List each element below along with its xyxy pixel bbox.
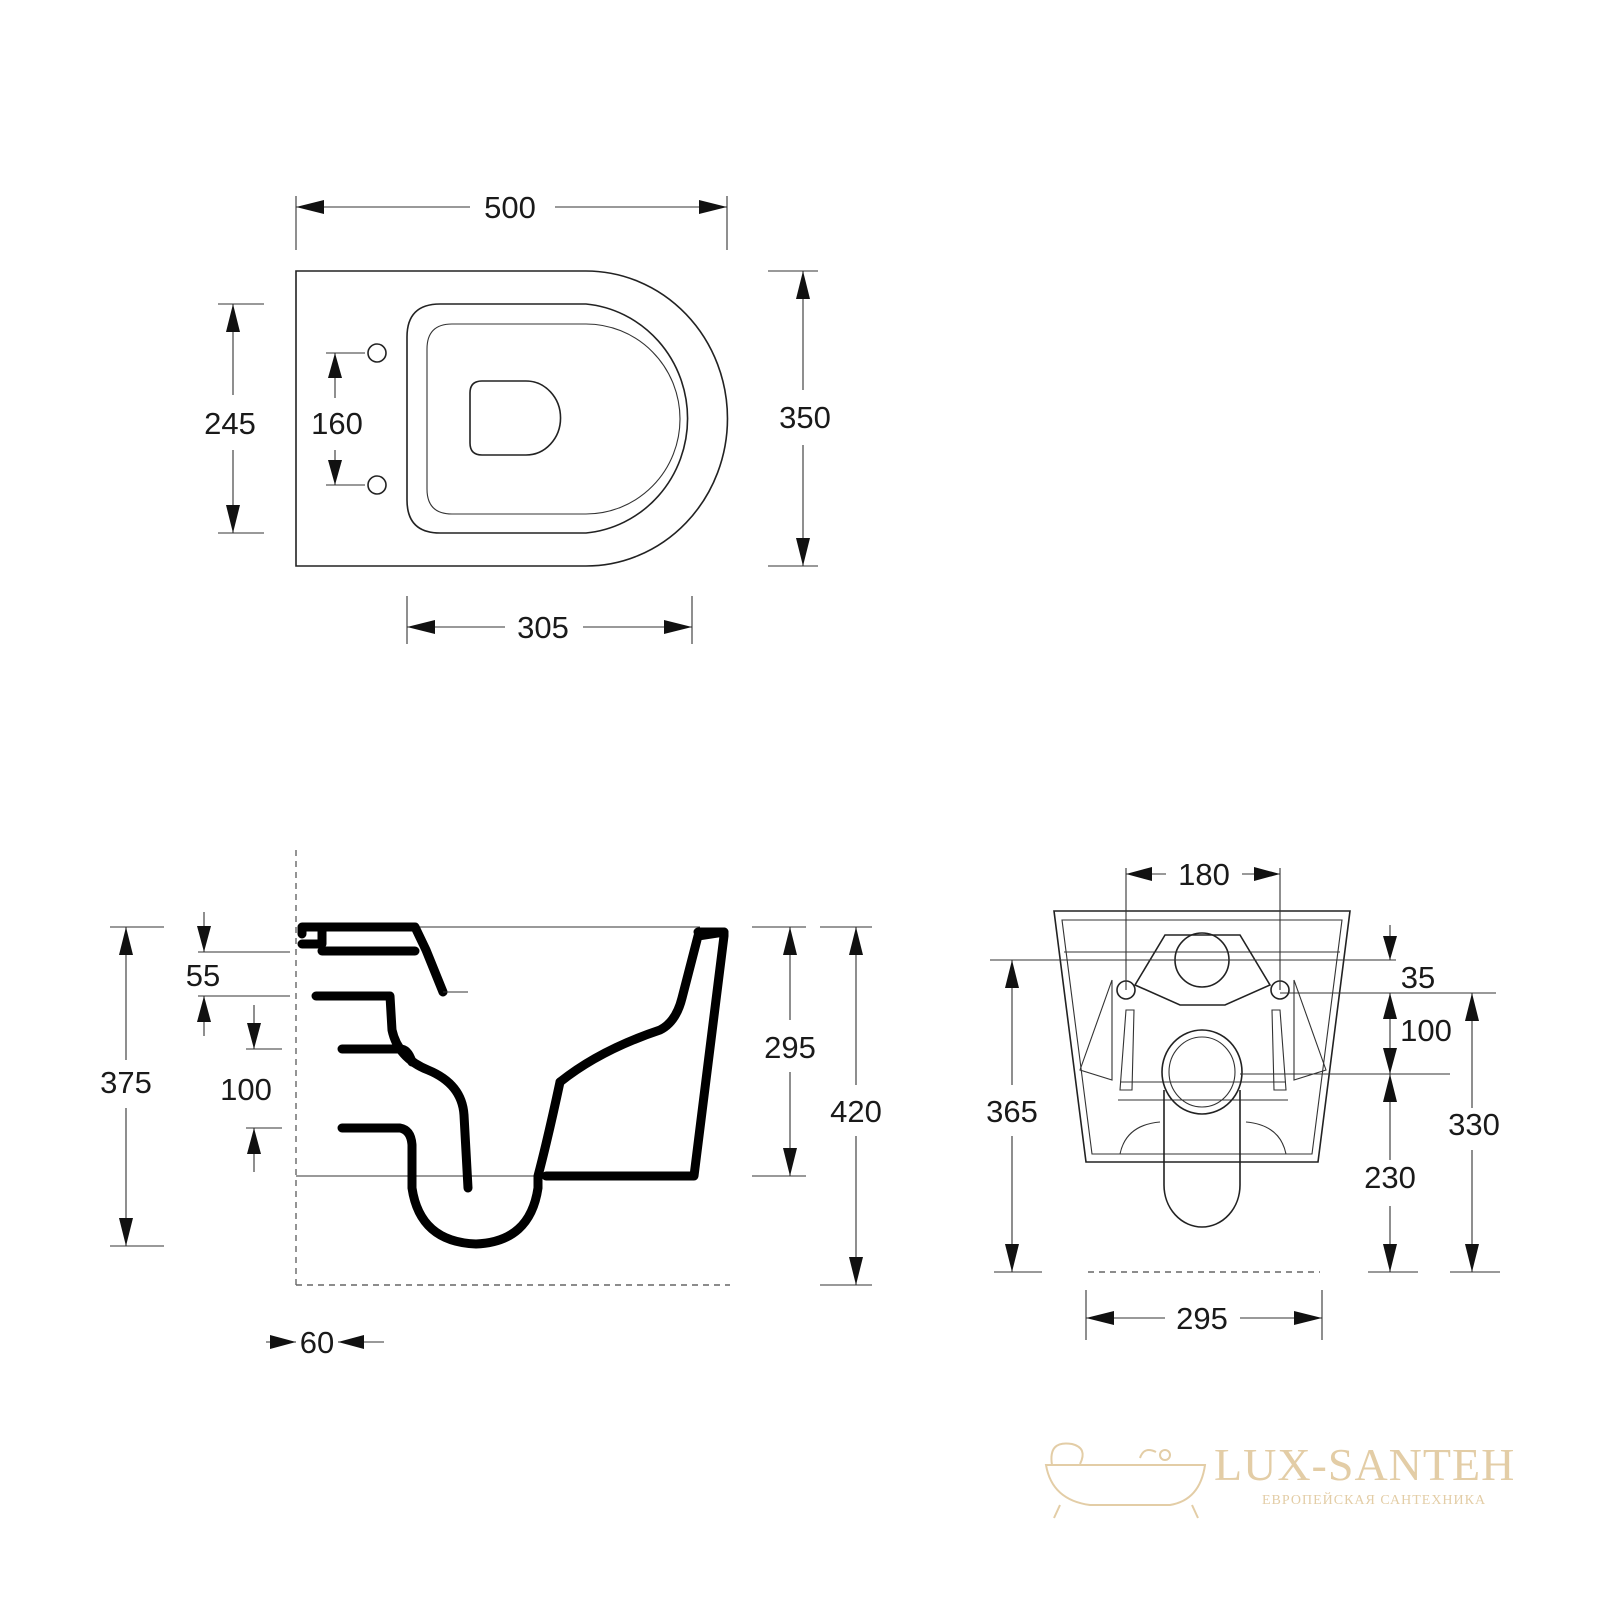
dim-side-outlet-spacing: 100 [220, 1072, 272, 1107]
dim-top-seat-depth: 245 [204, 406, 256, 441]
front-mount-plate [1133, 934, 1272, 1006]
dim-front-height-outlet: 230 [1364, 1160, 1416, 1195]
top-view-outline [295, 270, 729, 567]
dim-side-bowl-height: 295 [764, 1030, 816, 1065]
dim-front-height-left: 365 [986, 1094, 1038, 1129]
dim-top-hinge-spacing: 160 [311, 406, 363, 441]
hinge-hole-upper [367, 343, 387, 363]
top-view-drain [469, 380, 562, 456]
dim-side-inlet-offset: 55 [186, 958, 220, 993]
dim-front-bolt-spacing: 180 [1178, 857, 1230, 892]
top-view: 500 350 245 160 305 [204, 190, 831, 645]
front-outlet [1161, 1029, 1243, 1115]
side-trap-profile [311, 991, 473, 1193]
top-view-seat [406, 303, 689, 534]
dim-side-wall-gap: 60 [300, 1325, 334, 1360]
dim-front-height-right: 330 [1448, 1107, 1500, 1142]
dim-top-bowl-width: 305 [517, 610, 569, 645]
side-bowl-front [541, 927, 729, 1181]
side-view: 375 55 100 295 420 [100, 850, 882, 1360]
hinge-hole-lower [367, 475, 387, 495]
watermark-tagline: ЕВРОПЕЙСКАЯ САНТЕХНИКА [1262, 1491, 1486, 1508]
dim-front-width: 295 [1176, 1301, 1228, 1336]
side-rim-profile [297, 922, 448, 997]
dim-front-offset-mid: 100 [1400, 1013, 1452, 1048]
top-view-seat-inner [426, 323, 681, 515]
dim-top-depth: 350 [779, 400, 831, 435]
front-view: 180 35 100 365 230 330 [986, 857, 1500, 1340]
watermark: LUX-SANTEH ЕВРОПЕЙСКАЯ САНТЕХНИКА [1044, 1439, 1515, 1519]
dim-front-offset-top: 35 [1401, 960, 1435, 995]
dim-side-height-total: 375 [100, 1065, 152, 1100]
front-view-outline [1053, 910, 1351, 1163]
dim-top-width: 500 [484, 190, 536, 225]
dim-side-height-floor: 420 [830, 1094, 882, 1129]
bathtub-logo-icon [1044, 1442, 1207, 1519]
front-outlet-pipe [1163, 1090, 1241, 1228]
watermark-brand: LUX-SANTEH [1214, 1439, 1515, 1490]
